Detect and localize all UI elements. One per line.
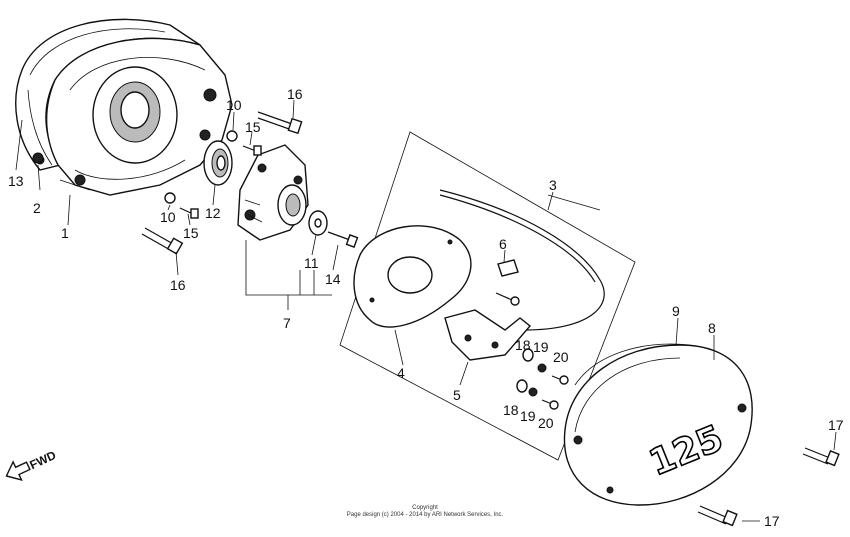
screw-part-20-lower xyxy=(541,399,559,410)
long-bolt-part-16-lower xyxy=(141,227,184,255)
arrow-left-icon xyxy=(5,460,31,482)
callout-15-lower: 15 xyxy=(183,225,199,241)
washer-part-18-upper xyxy=(522,348,534,362)
forward-direction-indicator: FWD xyxy=(5,448,58,482)
callout-11: 11 xyxy=(304,255,319,271)
callout-13: 13 xyxy=(8,173,24,189)
bolt-part-15-upper xyxy=(242,145,262,156)
fwd-label: FWD xyxy=(27,448,58,472)
copyright-line-2: Page design (c) 2004 - 2014 by ARI Netwo… xyxy=(347,512,504,518)
screw-part-20-upper xyxy=(551,375,569,385)
callout-2: 2 xyxy=(33,200,41,216)
bolt-part-17-lower xyxy=(697,505,738,527)
long-bolt-part-16-upper xyxy=(257,111,303,135)
washer-part-11 xyxy=(308,210,328,236)
callout-18-lower: 18 xyxy=(503,402,519,418)
nut-part-19-lower xyxy=(528,387,538,397)
callout-16-upper: 16 xyxy=(287,86,303,102)
fastener-part-2 xyxy=(32,152,44,164)
callout-8: 8 xyxy=(708,320,716,336)
contact-breaker-part-5 xyxy=(444,309,532,361)
washer-part-18-lower xyxy=(516,379,528,393)
nut-part-19-upper xyxy=(537,363,547,373)
callout-3: 3 xyxy=(549,177,557,193)
bolt-part-17-right xyxy=(802,447,840,467)
callout-9: 9 xyxy=(672,303,680,319)
callout-19-lower: 19 xyxy=(520,408,536,424)
callout-20-lower: 20 xyxy=(538,415,554,431)
bolt-part-14 xyxy=(327,231,359,248)
callout-19-upper: 19 xyxy=(533,339,549,355)
callout-15-upper: 15 xyxy=(245,119,261,135)
callout-6: 6 xyxy=(499,236,507,252)
callout-12: 12 xyxy=(205,205,221,221)
leader-lines xyxy=(15,99,837,522)
callout-7: 7 xyxy=(283,315,291,331)
callout-5: 5 xyxy=(453,387,461,403)
callout-16-lower: 16 xyxy=(170,277,186,293)
nut-part-10-lower xyxy=(164,192,176,204)
cover-part-8: 125 xyxy=(563,344,753,506)
copyright-line-1: Copyright xyxy=(412,505,438,511)
callout-20-upper: 20 xyxy=(553,349,569,365)
callout-10-upper: 10 xyxy=(226,97,242,113)
gasket-part-9 xyxy=(574,343,691,386)
callout-1: 1 xyxy=(61,225,69,241)
oil-seal-part-12 xyxy=(203,140,233,186)
callout-10-lower: 10 xyxy=(160,209,176,225)
base-plate-part-4 xyxy=(353,225,472,328)
callout-17-right: 17 xyxy=(828,417,844,433)
callout-14: 14 xyxy=(325,271,341,287)
callout-17-lower: 17 xyxy=(764,513,780,529)
housing-part-1 xyxy=(15,18,233,196)
stator-assembly-part-7 xyxy=(237,144,309,241)
bolt-part-15-lower xyxy=(179,207,199,219)
felt-part-6 xyxy=(497,259,519,277)
screw-part-6 xyxy=(495,292,520,306)
nut-part-10-upper xyxy=(226,130,238,142)
cable-part-3 xyxy=(439,189,605,331)
callout-4: 4 xyxy=(397,365,405,381)
callout-18-upper: 18 xyxy=(515,337,531,353)
